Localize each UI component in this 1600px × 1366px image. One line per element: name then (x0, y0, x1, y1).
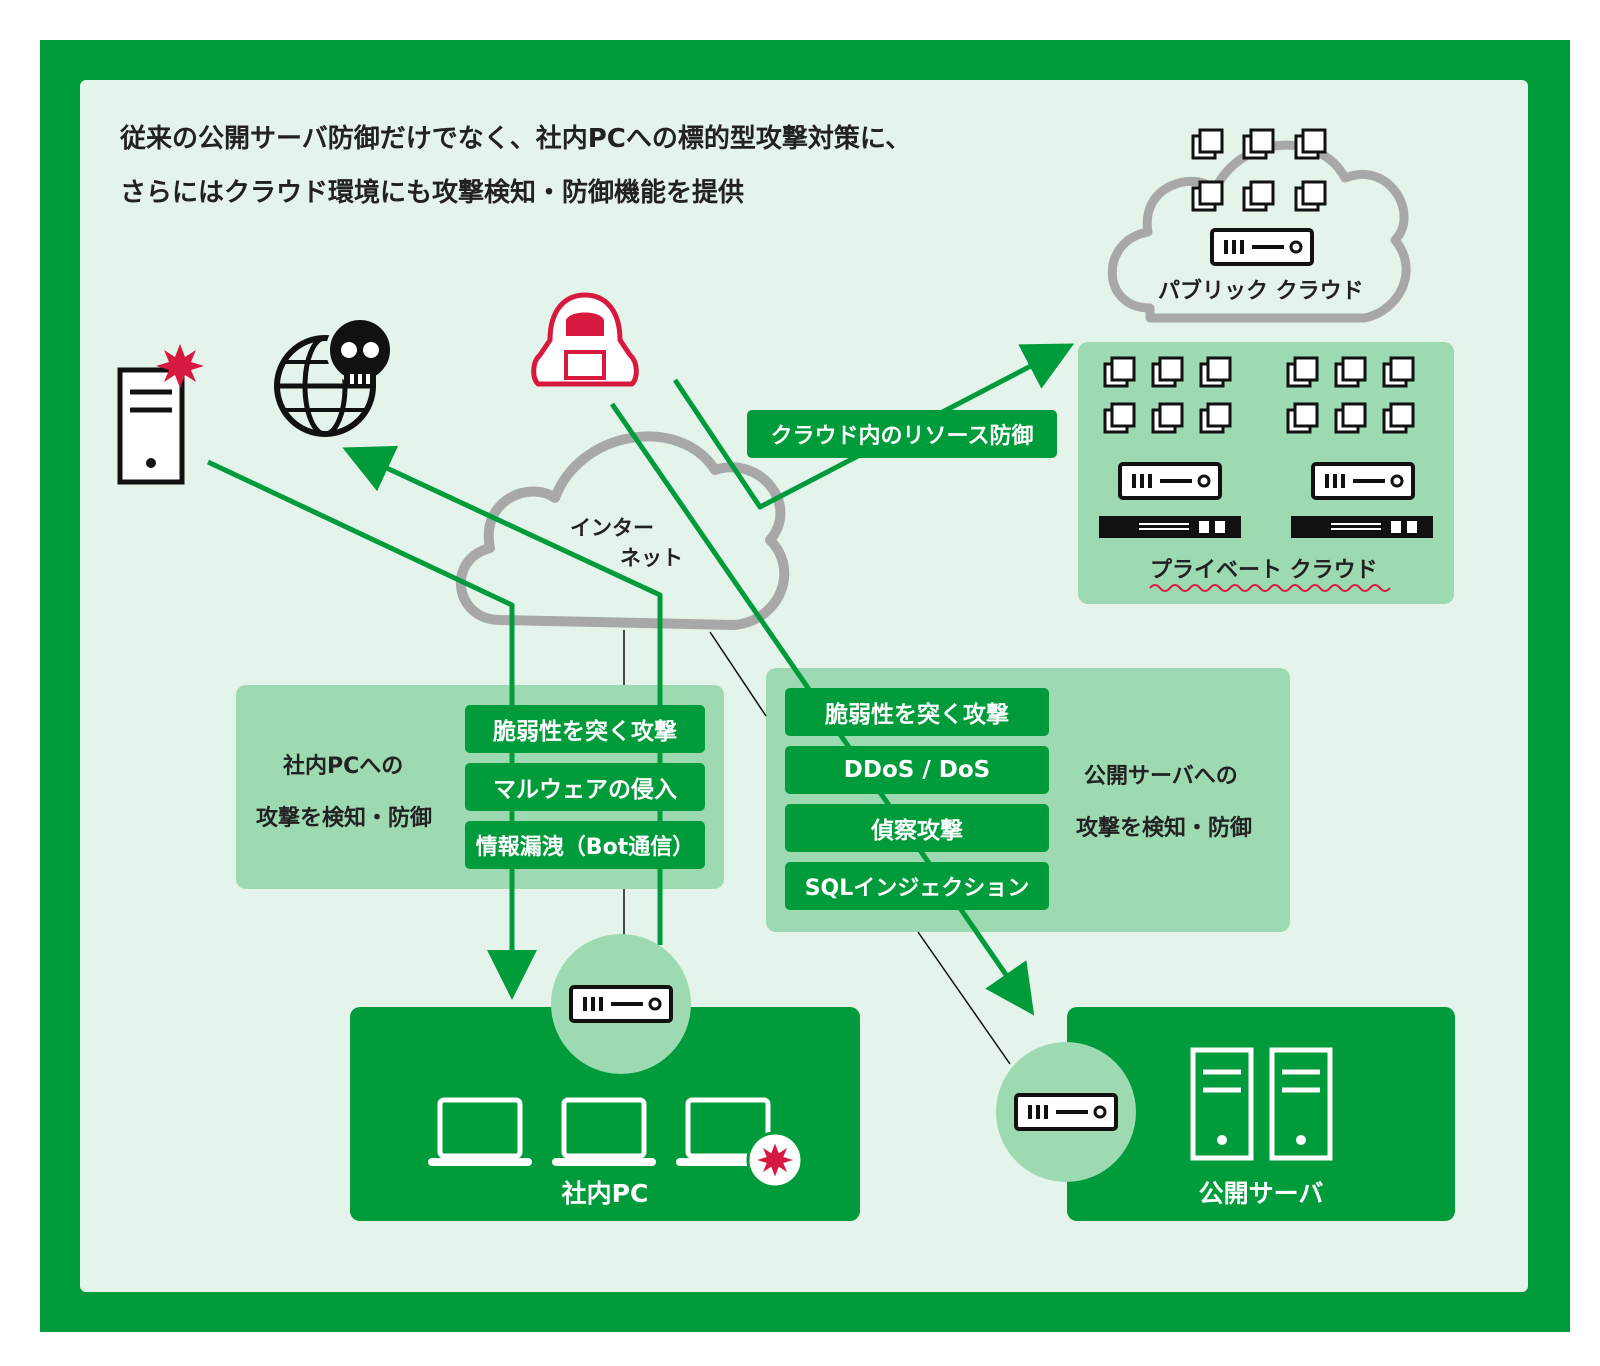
internal-pc-tag: マルウェアの侵入 (465, 763, 705, 811)
private-cloud-contents (1099, 356, 1433, 592)
diagram-title: 従来の公開サーバ防御だけでなく、社内PCへの標的型攻撃対策に、 さらにはクラウド… (120, 112, 911, 220)
internal-pc-tag: 脆弱性を突く攻撃 (465, 705, 705, 753)
public-server-tag: 脆弱性を突く攻撃 (785, 688, 1049, 736)
internal-pc-heading-line-2: 攻撃を検知・防御 (256, 806, 433, 831)
title-line-1: 従来の公開サーバ防御だけでなく、社内PCへの標的型攻撃対策に、 (120, 124, 912, 154)
internal-ips-appliance (551, 934, 691, 1074)
cloud-defense-tag: クラウド内のリソース防御 (747, 410, 1057, 458)
public-server-heading-line-2: 攻撃を検知・防御 (1076, 816, 1253, 841)
malicious-web-icon (274, 316, 394, 437)
public-server-tag: 偵察攻撃 (785, 804, 1049, 852)
hacker-icon (531, 292, 639, 387)
public-server-tag: DDoS / DoS (785, 746, 1049, 794)
public-server-tag: SQLインジェクション (785, 862, 1049, 910)
internal-pc-tag: 情報漏洩（Bot通信） (465, 821, 705, 869)
internet-label-line-2: ネット (620, 546, 683, 570)
public-cloud-label: パブリック クラウド (1158, 279, 1364, 304)
server-tower-icon (1190, 1047, 1333, 1161)
public-ips-appliance (996, 1042, 1136, 1182)
internal-pc-heading-line-1: 社内PCへの (283, 754, 404, 779)
infected-server-icon (117, 344, 204, 485)
private-cloud-label: プライベート クラウド (1150, 558, 1378, 583)
internal-pc-label: 社内PC (561, 1179, 649, 1208)
public-cloud (1107, 128, 1411, 323)
laptop-icon (428, 1100, 804, 1189)
internet-label-line-1: インター (570, 516, 654, 540)
ips-appliance-icon (1210, 228, 1314, 266)
public-server-heading-line-1: 公開サーバへの (1084, 764, 1238, 789)
public-server-label: 公開サーバ (1198, 1179, 1324, 1208)
title-line-2: さらにはクラウド環境にも攻撃検知・防御機能を提供 (120, 178, 745, 208)
